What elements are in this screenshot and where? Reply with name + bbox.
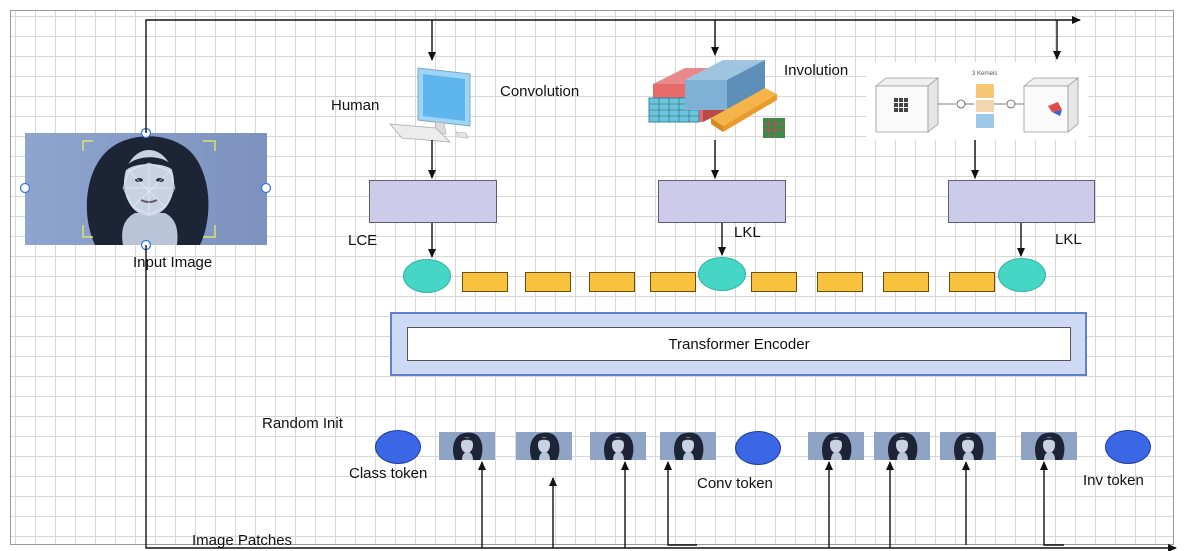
sequence-token[interactable] — [949, 272, 995, 292]
inv-embedding-box[interactable] — [948, 180, 1095, 223]
inv-lkl-token[interactable] — [998, 258, 1046, 292]
image-patch[interactable] — [874, 432, 930, 460]
face-photo-icon — [590, 432, 646, 460]
sequence-token[interactable] — [817, 272, 863, 292]
transformer-encoder-label: Transformer Encoder — [668, 335, 810, 353]
input-image-photo[interactable] — [25, 133, 267, 245]
image-patch[interactable] — [940, 432, 996, 460]
lkl-label-inv: LKL — [1055, 231, 1082, 248]
image-patches-label: Image Patches — [192, 532, 293, 549]
lce-token[interactable] — [403, 259, 451, 293]
sequence-token[interactable] — [883, 272, 929, 292]
class-token[interactable] — [375, 430, 421, 464]
involution-kernels-icon: 3 Kernels — [866, 62, 1088, 140]
transformer-encoder-inner: Transformer Encoder — [407, 327, 1071, 361]
human-label: Human — [331, 97, 380, 114]
image-patch[interactable] — [516, 432, 572, 460]
image-patch[interactable] — [439, 432, 495, 460]
input-image-label: Input Image — [133, 254, 213, 271]
face-photo-icon — [439, 432, 495, 460]
image-patch[interactable] — [1021, 432, 1077, 460]
random-init-label: Random Init — [262, 415, 343, 432]
image-patch[interactable] — [660, 432, 716, 460]
image-patch[interactable] — [808, 432, 864, 460]
transformer-encoder-outer[interactable]: Transformer Encoder — [390, 312, 1087, 376]
face-photo-icon — [1021, 432, 1077, 460]
sequence-token[interactable] — [462, 272, 508, 292]
inv-token[interactable] — [1105, 430, 1151, 464]
conv-lkl-token[interactable] — [698, 257, 746, 291]
face-photo-icon — [25, 133, 267, 245]
class-token-label: Class token — [349, 465, 428, 482]
sequence-token[interactable] — [525, 272, 571, 292]
face-photo-icon — [940, 432, 996, 460]
convolution-blocks-icon — [648, 60, 785, 138]
conv-token[interactable] — [735, 431, 781, 465]
computer-icon — [389, 67, 471, 143]
lce-label: LCE — [348, 232, 378, 249]
sequence-token[interactable] — [589, 272, 635, 292]
face-photo-icon — [874, 432, 930, 460]
inv-token-label: Inv token — [1083, 472, 1144, 489]
lkl-label-conv: LKL — [734, 224, 761, 241]
involution-label: Involution — [784, 62, 849, 79]
face-photo-icon — [516, 432, 572, 460]
sequence-token[interactable] — [650, 272, 696, 292]
lce-embedding-box[interactable] — [369, 180, 497, 223]
involution-thumb-caption: 3 Kernels — [972, 71, 997, 77]
sequence-token[interactable] — [751, 272, 797, 292]
face-photo-icon — [808, 432, 864, 460]
face-photo-icon — [660, 432, 716, 460]
convolution-label: Convolution — [500, 83, 580, 100]
conv-token-label: Conv token — [697, 475, 773, 492]
image-patch[interactable] — [590, 432, 646, 460]
conv-embedding-box[interactable] — [658, 180, 786, 223]
